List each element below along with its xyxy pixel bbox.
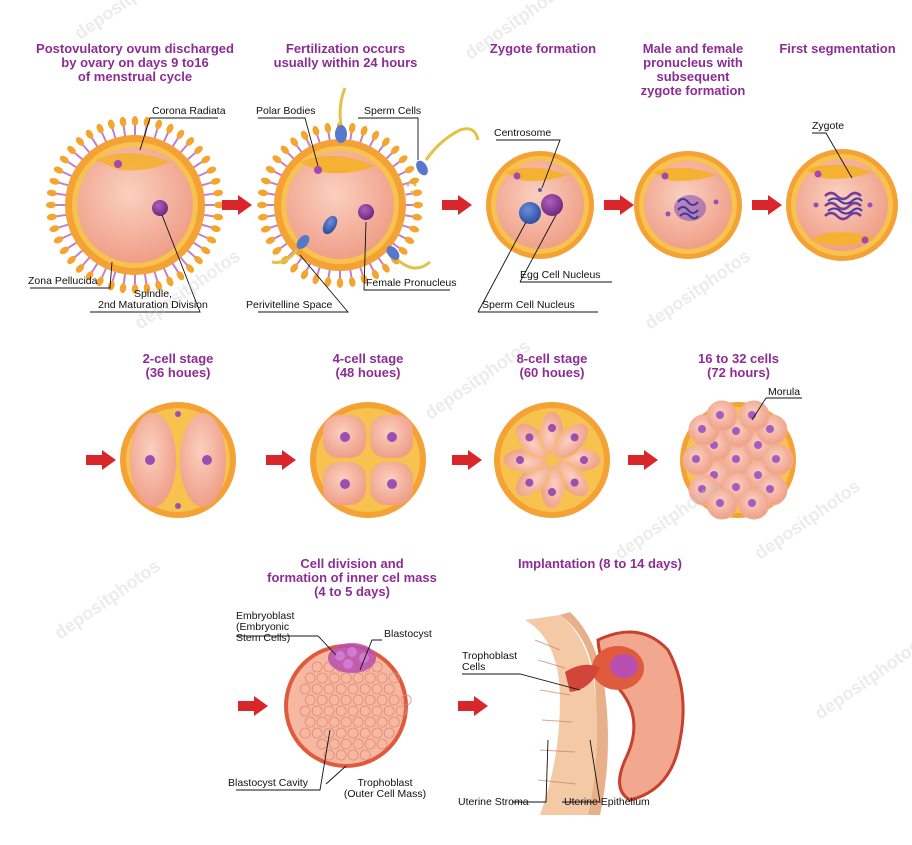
implantation-illustration — [525, 612, 683, 815]
two-cell-stage-illustration — [120, 402, 236, 518]
four-cell-stage-illustration — [310, 402, 426, 518]
pronucleus-illustration — [634, 151, 742, 259]
ovum-illustration — [46, 116, 224, 294]
label-centrosome: Centrosome — [494, 128, 551, 139]
svg-text:depositphotos: depositphotos — [811, 636, 912, 724]
blastocyst-illustration — [284, 643, 411, 768]
zygote-formation-illustration — [486, 151, 594, 259]
eight-cell-stage-illustration — [494, 402, 610, 518]
label-spindle: Spindle,2nd Maturation Division — [88, 289, 218, 311]
label-perivitelline-space: Perivitelline Space — [246, 300, 332, 311]
svg-text:depositphotos: depositphotos — [611, 476, 724, 564]
arrow-3 — [604, 195, 634, 215]
first-segmentation-illustration — [786, 149, 898, 261]
label-uterine-epithelium: Uterine Epithelium — [564, 797, 650, 808]
title-4-cell-stage: 4-cell stage(48 houes) — [308, 352, 428, 380]
title-8-cell-stage: 8-cell stage(60 houes) — [492, 352, 612, 380]
title-implantation: Implantation (8 to 14 days) — [500, 557, 700, 571]
label-female-pronucleus: Female Pronucleus — [366, 278, 456, 289]
label-zygote: Zygote — [812, 121, 844, 132]
title-first-segmentation: First segmentation — [770, 42, 905, 56]
svg-text:depositphotos: depositphotos — [51, 556, 164, 644]
title-2-cell-stage: 2-cell stage(36 houes) — [118, 352, 238, 380]
arrow-9 — [238, 696, 268, 716]
label-polar-bodies: Polar Bodies — [256, 106, 316, 117]
label-morula: Morula — [768, 387, 800, 398]
arrow-4 — [752, 195, 782, 215]
label-sperm-cells: Sperm Cells — [364, 106, 421, 117]
label-blastocyst: Blastocyst — [384, 629, 432, 640]
arrow-10 — [458, 696, 488, 716]
label-egg-cell-nucleus: Egg Cell Nucleus — [520, 270, 601, 281]
arrow-7 — [452, 450, 482, 470]
svg-text:depositphotos: depositphotos — [641, 246, 754, 334]
title-zygote-formation: Zygote formation — [478, 42, 608, 56]
label-zona-pellucida: Zona Pellucida — [28, 276, 97, 287]
label-trophoblast: Trophoblast(Outer Cell Mass) — [330, 778, 440, 800]
svg-text:depositphotos: depositphotos — [71, 0, 184, 43]
arrow-8 — [628, 450, 658, 470]
title-16-32-cells: 16 to 32 cells(72 hours) — [676, 352, 801, 380]
arrow-6 — [266, 450, 296, 470]
arrow-1 — [222, 195, 252, 215]
arrow-5 — [86, 450, 116, 470]
arrow-2 — [442, 195, 472, 215]
label-corona-radiata: Corona Radiata — [152, 106, 226, 117]
label-sperm-cell-nucleus: Sperm Cell Nucleus — [482, 300, 575, 311]
label-blastocyst-cavity: Blastocyst Cavity — [228, 778, 308, 789]
label-uterine-stroma: Uterine Stroma — [458, 797, 529, 808]
